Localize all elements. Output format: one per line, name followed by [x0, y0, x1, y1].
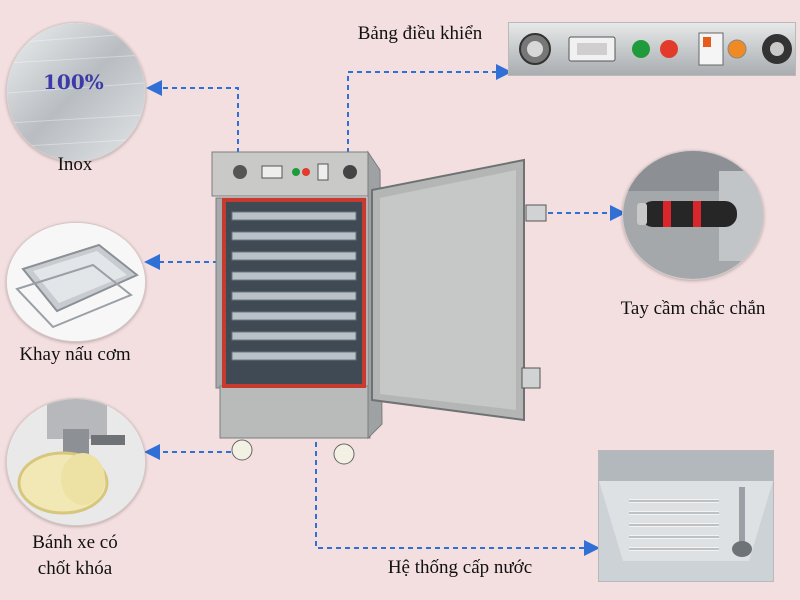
label-handle: Tay cầm chắc chắn — [620, 298, 766, 319]
wheel-detail-circle — [6, 398, 146, 526]
label-wheel-line2: chốt khóa — [37, 558, 113, 579]
inox-detail-circle: 100% — [6, 22, 146, 162]
tray-detail-circle — [6, 222, 146, 342]
label-tray: Khay nấu cơm — [19, 344, 131, 365]
red-button-icon — [660, 40, 678, 58]
lock-pedal-icon — [91, 435, 125, 445]
label-inox: Inox — [57, 154, 93, 175]
label-wheel-line1: Bánh xe có — [32, 532, 118, 553]
label-control-panel: Bảng điều khiển — [357, 23, 483, 44]
arrow-water-system — [315, 442, 600, 556]
float-valve-icon — [732, 541, 752, 557]
thermostat-dial-icon — [727, 39, 747, 59]
percent-text: 100% — [43, 70, 104, 94]
green-button-icon — [632, 40, 650, 58]
arrow-control-panel — [347, 64, 512, 162]
brushed-steel-image: 100% — [7, 23, 145, 161]
arrow-inox — [146, 80, 239, 162]
control-panel-photo — [508, 22, 796, 76]
water-system-photo — [598, 450, 774, 582]
label-water-system: Hệ thống cấp nước — [387, 557, 533, 578]
